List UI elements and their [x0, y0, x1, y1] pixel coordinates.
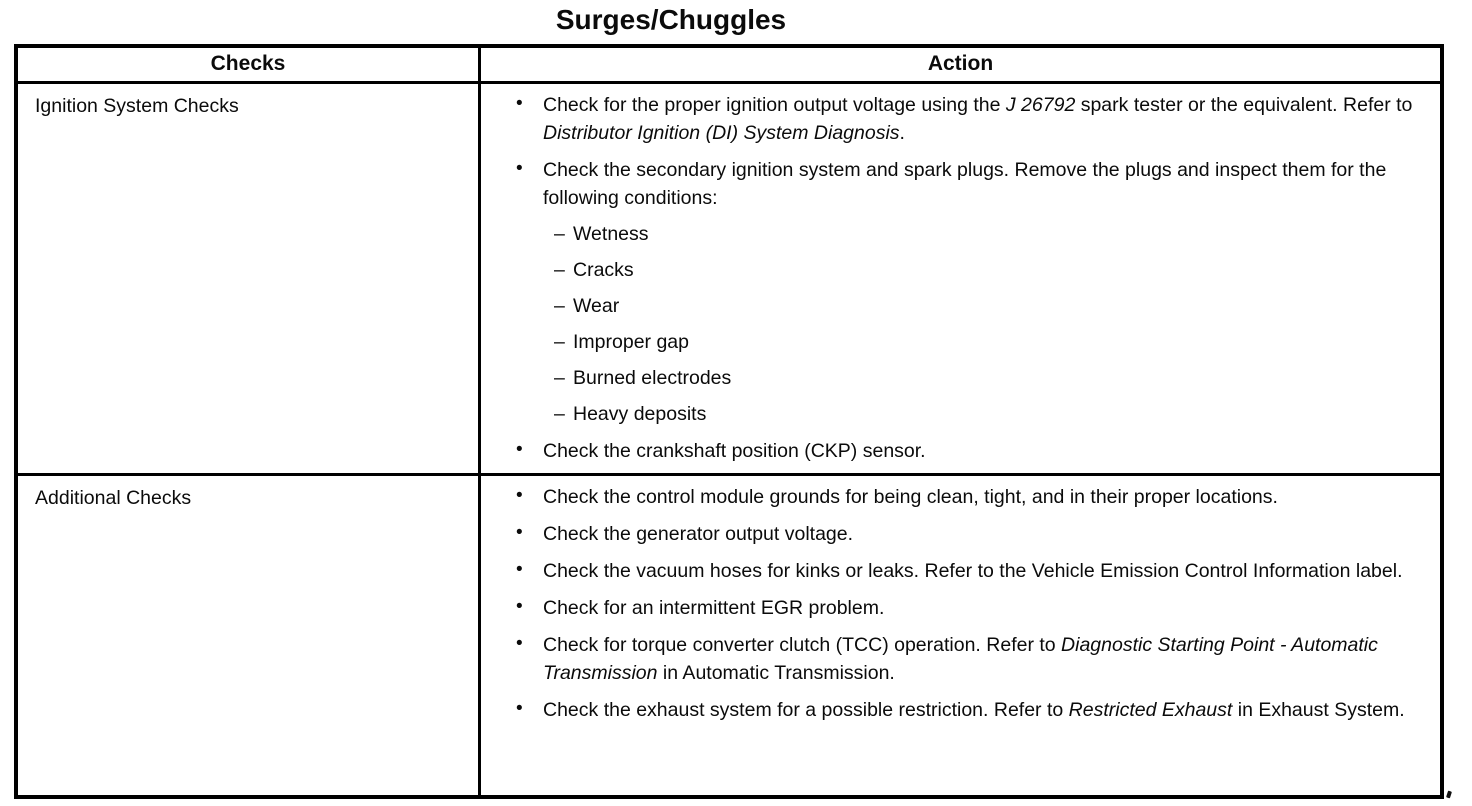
plain-text: in Exhaust System.	[1232, 699, 1405, 721]
dash-icon: –	[554, 259, 565, 281]
bullet-icon: •	[516, 698, 523, 719]
plain-text: in Automatic Transmission.	[657, 662, 895, 684]
action-text: Check the generator output voltage.	[543, 523, 853, 545]
condition-item: –Heavy deposits	[543, 400, 1422, 428]
condition-text: Burned electrodes	[573, 367, 732, 389]
action-item: • Check for an intermittent EGR problem.	[481, 594, 1422, 622]
plain-text: Check for torque converter clutch (TCC) …	[543, 634, 1062, 656]
bullet-icon: •	[516, 596, 523, 617]
action-text: Check the vacuum hoses for kinks or leak…	[543, 560, 1403, 582]
action-item: • Check for the proper ignition output vo…	[481, 91, 1422, 147]
condition-item: –Wetness	[543, 220, 1422, 248]
condition-text: Improper gap	[573, 331, 689, 353]
plain-text: spark tester or the equivalent. Refer to	[1075, 94, 1413, 116]
action-item: • Check the vacuum hoses for kinks or lea…	[481, 557, 1422, 585]
check-cell: Ignition System Checks	[14, 81, 481, 476]
action-text: Check the secondary ignition system and …	[543, 159, 1386, 209]
dash-icon: –	[554, 367, 565, 389]
condition-item: –Improper gap	[543, 328, 1422, 356]
bullet-icon: •	[516, 439, 523, 460]
plain-text: Check for the proper ignition output vol…	[543, 94, 1006, 116]
action-text: Check the crankshaft position (CKP) sens…	[543, 440, 926, 462]
bullet-icon: •	[516, 485, 523, 506]
reference-italic-text: J 26792	[1005, 94, 1076, 116]
dash-icon: –	[554, 403, 565, 425]
reference-italic-text: Restricted Exhaust	[1068, 699, 1233, 721]
plain-text: Check the control module grounds for bei…	[543, 486, 1278, 508]
dash-icon: –	[554, 295, 565, 317]
bullet-icon: •	[516, 93, 523, 114]
action-item: • Check the crankshaft position (CKP) sen…	[481, 437, 1422, 465]
dash-icon: –	[554, 331, 565, 353]
diagnostic-table: Checks Action Ignition System Checks • Che…	[14, 44, 1444, 799]
column-header-action: Action	[478, 44, 1444, 84]
action-cell: • Check the control module grounds for be…	[478, 473, 1444, 798]
condition-text: Wear	[573, 295, 620, 317]
condition-text: Wetness	[573, 223, 649, 245]
action-text: Check the control module grounds for bei…	[543, 486, 1278, 508]
action-item: • Check the exhaust system for a possible…	[481, 696, 1422, 724]
condition-item: –Burned electrodes	[543, 364, 1422, 392]
condition-text: Cracks	[573, 259, 634, 281]
table-header: Checks Action	[14, 44, 1444, 84]
plain-text: Check the secondary ignition system and …	[543, 159, 1387, 209]
action-text: Check the exhaust system for a possible …	[543, 699, 1405, 721]
dash-icon: –	[554, 223, 565, 245]
reference-italic-text: Distributor Ignition (DI) System Diagnos…	[543, 122, 900, 144]
header-row: Checks Action	[14, 44, 1444, 84]
action-list: • Check for the proper ignition output vo…	[481, 91, 1422, 465]
table-row: Ignition System Checks • Check for the pro…	[14, 81, 1444, 476]
table-body: Ignition System Checks • Check for the pro…	[14, 81, 1444, 798]
condition-sub-list: –Wetness–Cracks–Wear–Improper gap–Burned…	[543, 220, 1422, 428]
bullet-icon: •	[516, 522, 523, 543]
action-item: • Check the control module grounds for be…	[481, 483, 1422, 511]
plain-text: .	[899, 122, 905, 144]
table-row: Additional Checks • Check the control modu…	[14, 473, 1444, 798]
scan-artifact	[1446, 790, 1452, 799]
action-text: Check for an intermittent EGR problem.	[543, 597, 884, 619]
bullet-icon: •	[516, 633, 523, 654]
action-item: • Check the secondary ignition system and…	[481, 156, 1422, 428]
action-cell: • Check for the proper ignition output vo…	[478, 81, 1444, 476]
plain-text: Check the vacuum hoses for kinks or leak…	[543, 560, 1403, 582]
action-text: Check for the proper ignition output vol…	[543, 94, 1412, 144]
action-item: • Check for torque converter clutch (TCC)…	[481, 631, 1422, 687]
condition-text: Heavy deposits	[573, 403, 707, 425]
condition-item: –Cracks	[543, 256, 1422, 284]
plain-text: Check for an intermittent EGR problem.	[543, 597, 885, 619]
column-header-checks: Checks	[14, 44, 481, 84]
condition-item: –Wear	[543, 292, 1422, 320]
check-cell: Additional Checks	[14, 473, 481, 798]
action-item: • Check the generator output voltage.	[481, 520, 1422, 548]
reference-italic-text: Diagnostic Starting Point - Automatic Tr…	[543, 634, 1378, 684]
action-text: Check for torque converter clutch (TCC) …	[543, 634, 1378, 684]
plain-text: Check the exhaust system for a possible …	[543, 699, 1069, 721]
bullet-icon: •	[516, 158, 523, 179]
plain-text: Check the crankshaft position (CKP) sens…	[543, 440, 926, 462]
plain-text: Check the generator output voltage.	[543, 523, 854, 545]
page-title: Surges/Chuggles	[555, 4, 787, 35]
action-list: • Check the control module grounds for be…	[481, 483, 1422, 724]
bullet-icon: •	[516, 559, 523, 580]
